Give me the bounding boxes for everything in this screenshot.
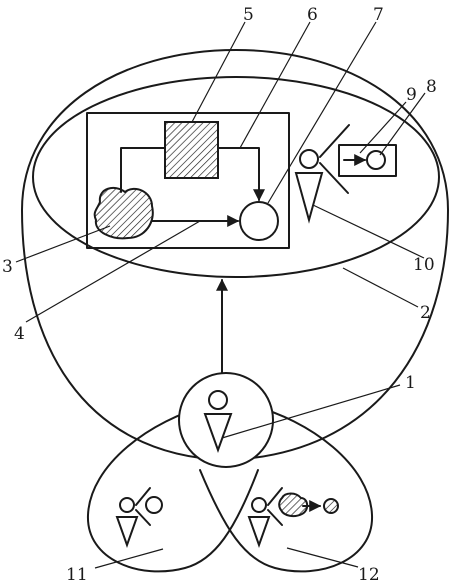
petal12-view-lower <box>267 509 283 526</box>
leader-3 <box>15 225 111 263</box>
observer-head <box>299 149 319 169</box>
observer-body <box>294 172 324 224</box>
leader-10 <box>312 204 425 259</box>
hatched-square <box>164 121 219 179</box>
right-petal <box>199 404 374 573</box>
observer-view-lower <box>319 162 349 194</box>
central-figure-head <box>208 390 228 410</box>
inner-rectangle <box>86 112 290 249</box>
petal12-hatched-circle <box>323 498 339 514</box>
label-10: 10 <box>413 255 435 275</box>
loop-right <box>217 147 265 202</box>
label-3: 3 <box>2 257 13 277</box>
target-circle <box>239 201 279 241</box>
label-9: 9 <box>406 85 417 105</box>
label-5: 5 <box>243 5 254 25</box>
petal12-view-upper <box>267 487 283 506</box>
left-petal <box>86 404 259 573</box>
leader-12 <box>286 547 359 568</box>
petal11-head <box>119 497 135 513</box>
leader-1 <box>221 384 401 439</box>
label-1: 1 <box>405 373 416 393</box>
label-6: 6 <box>307 5 318 25</box>
petal11-view-lower <box>135 509 151 526</box>
leader-6 <box>239 21 311 149</box>
leader-2 <box>342 267 419 308</box>
label-2: 2 <box>420 303 431 323</box>
observer-view-upper <box>319 124 350 158</box>
petal11-body <box>115 516 139 548</box>
label-4: 4 <box>14 324 25 344</box>
leader-5 <box>191 21 246 123</box>
inner-ellipse <box>32 76 440 278</box>
petal11-circle <box>145 496 163 514</box>
loop-left <box>120 147 166 193</box>
leader-11 <box>94 548 164 569</box>
label-7: 7 <box>373 5 384 25</box>
petal12-body <box>247 516 271 548</box>
central-figure-body <box>203 413 233 453</box>
small-box-circle <box>366 150 386 170</box>
outer-cup <box>21 49 449 461</box>
leader-7 <box>267 21 377 204</box>
label-8: 8 <box>426 77 437 97</box>
label-12: 12 <box>358 565 380 582</box>
hatched-blob <box>93 186 154 240</box>
petal11-view-upper <box>135 487 151 506</box>
leader-9 <box>359 101 407 154</box>
leader-4 <box>25 220 201 323</box>
label-11: 11 <box>66 565 88 582</box>
petal12-blob <box>278 492 309 518</box>
petal12-head <box>251 497 267 513</box>
leader-8 <box>379 92 426 156</box>
